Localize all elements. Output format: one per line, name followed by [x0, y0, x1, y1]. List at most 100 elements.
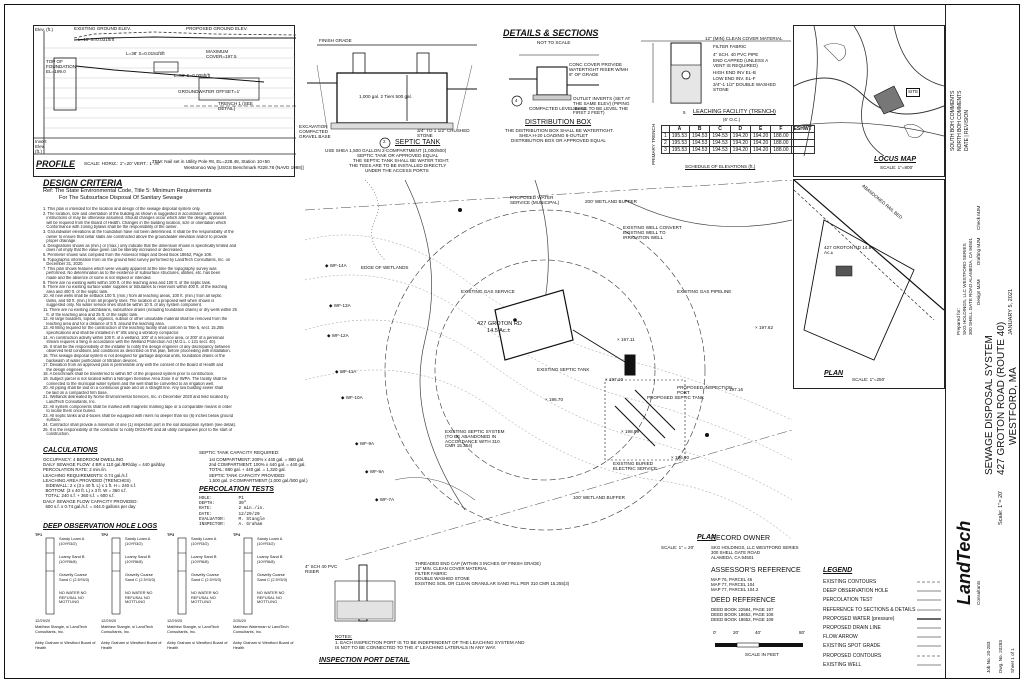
plan-label: EXISTING GAS SERVICE — [461, 289, 515, 294]
legend-symbol — [917, 627, 941, 629]
criteria-item: 16. This sewage disposal system is not d… — [43, 354, 225, 358]
perc-line: RATE: 2 min./in. — [199, 506, 265, 512]
criteria-item: 10. All new wells shall be setback 100 f… — [43, 294, 222, 299]
inspection-label: EXISTING SOIL OR CLEAN GRANULAR SAND FIL… — [415, 581, 570, 586]
details-title: DETAILS & SECTIONS — [503, 28, 599, 38]
spot-grade: × 197.62 — [755, 325, 774, 330]
criteria-item: made and the absence of some is not impl… — [43, 275, 152, 280]
obs-hole-witness: Abby Graham s/ Westford Board of Health — [35, 640, 96, 650]
scale-bar — [715, 642, 803, 648]
legend-label: EXISTING WELL — [823, 661, 862, 668]
sched-col: E — [749, 125, 772, 133]
company-logo: LandTech — [954, 520, 974, 605]
obs-hole-by: Matthew Stangle, s/ LandTech Consultants… — [101, 624, 154, 634]
criteria-item: December 31, 2020. — [43, 262, 84, 267]
sched-col: A — [668, 125, 691, 133]
perc-line: INSPECTOR: A. Graham — [199, 522, 263, 528]
calcs-title: CALCULATIONS — [43, 447, 98, 454]
legend-symbol — [917, 609, 941, 610]
legend-title: LEGEND — [823, 567, 853, 574]
assessor-line: MAP 77, PARCEL 104.2 — [711, 587, 759, 592]
criteria-item: 4. Designations shown as (min.) or (max.… — [43, 243, 237, 248]
details-subtitle: NOT TO SCALE — [537, 40, 571, 45]
criteria-item: area and 400 ft. of the septic tank. — [43, 289, 109, 294]
legend-label: PROPOSED CONTOURS — [823, 652, 882, 659]
calc-line: LEACHING REQUIREMENTS: 0.74 gal./s.f. — [43, 472, 129, 478]
obs-hole-date: 2/25/20 — [233, 618, 246, 623]
inspection-notes-title: NOTES: — [335, 634, 353, 639]
obs-hole-by: Matthew Stangle, s/ LandTech Consultants… — [35, 624, 88, 634]
criteria-item: 14. An construction activity within 100 … — [43, 335, 224, 340]
obs-hole-witness: Abby Graham s/ Westford Board of Health — [233, 640, 294, 650]
plan-address: 427 GROTON RD — [477, 321, 522, 327]
perc-line: DEPTH: 30" — [199, 501, 247, 507]
legend-label: EXISTING SPOT GRADE — [823, 643, 881, 650]
criteria-item: 5. Perimeter shown was compiled from the… — [43, 252, 213, 257]
criteria-item: 24. Contractor shall provide a minimum o… — [43, 422, 236, 427]
tank-cap-line: 1st COMPARTMENT: 200% x 440 gal. = 880 g… — [209, 457, 305, 462]
inset-plan-drawing — [794, 180, 944, 361]
leaching-facility: 12" (MIN) CLEAN COVER MATERIAL FILTER FA… — [641, 25, 815, 177]
plan-label: PROPOSED SEPTIC TANK — [647, 395, 705, 400]
legend-row: DEEP OBSERVATION HOLE — [823, 588, 943, 594]
criteria-item: observed field conditions and conditions… — [43, 349, 231, 354]
soil-horizon: Loamy Sand B (10YR6/8) — [191, 554, 217, 564]
soil-horizon: Gravelly Coarse Sand C (2.5Y5/3) — [257, 572, 288, 582]
profile-drawing — [34, 31, 296, 155]
soil-horizon: Sandy Loam A (10YR3/2) — [125, 536, 151, 546]
tank-cap-line: 2nd COMPARTMENT: 100% x 440 gal. = 440 g… — [209, 462, 306, 468]
dbox-conc-cover: CONC COVER PROVIDE WATERTIGHT RISER W/MH… — [569, 62, 629, 77]
dohl-title: DEEP OBSERVATION HOLE LOGS — [43, 523, 158, 530]
criteria-item: 2. The location, size and orientation of… — [43, 211, 225, 216]
calc-line: OCCUPANCY: 4 BEDROOM DWELLING — [43, 457, 124, 462]
client-name: SKG HOLDINGS, LLC WESTFORD SERIES — [962, 243, 967, 335]
criteria-item: to locate them once buried. — [43, 409, 96, 414]
inset-plan-title: PLAN — [824, 370, 844, 377]
legend-symbol — [917, 600, 941, 601]
perc-line: HOLE: P1 — [199, 496, 244, 501]
tank-cap-line: TOTAL: 880 gal. + 440 gal. = 1,320 gal. — [209, 467, 286, 473]
criteria-item: connected to the municipal water system … — [43, 381, 215, 386]
site-address: 427 GROTON ROAD (ROUTE 40) — [996, 321, 1007, 475]
deed-line: DEED BOOK 22584, PAGE 197 — [711, 607, 774, 612]
scale-label-20: 20' — [733, 630, 739, 635]
slope-label-3: L=50' S=0.005ft/ft — [174, 73, 211, 78]
locus-drawing — [794, 26, 944, 156]
profile-scale: SCALE: HORIZ.: 1"=20' VERT.: 1"=8' — [84, 161, 160, 166]
criteria-item: ft. of the leaching area and 25 ft. of t… — [43, 312, 139, 317]
obs-hole-witness: Abby Graham s/ Westford Board of Health — [167, 640, 228, 650]
trench-label: TRENCH 1 (SEE DETAIL) — [218, 101, 253, 111]
criteria-item: stream requires a filing in accordance w… — [43, 340, 217, 345]
scale-label-80: 80' — [799, 630, 805, 635]
spot-grade: × 197.10 — [605, 377, 624, 382]
sheet-no: Sheet 1 of 1 — [1010, 648, 1015, 673]
plan-scale-tb: Scale: 1"= 20' — [998, 490, 1004, 525]
job-no: Job No. 20-283 — [986, 641, 991, 673]
obs-hole-date: 12/29/20 — [35, 618, 51, 623]
legend-label: PROPOSED WATER (pressure) — [823, 615, 895, 622]
scale-label-0: 0' — [713, 630, 717, 635]
criteria-item: surface. — [43, 418, 61, 423]
criteria-item: proper drainage. — [43, 239, 77, 244]
criteria-item: 12. All large boulders, topsoil, organic… — [43, 317, 228, 322]
criteria-item: 20. All piping shall be laid on a contin… — [43, 386, 224, 391]
sched-col: F — [770, 125, 792, 133]
septic-capacity: 1,000 gal. 2 Tiers 500 gal. — [359, 94, 412, 99]
trench-low: LOW END INV. EL-F — [713, 76, 756, 81]
tank-cap-list: 1st COMPARTMENT: 200% x 440 gal. = 880 g… — [209, 457, 308, 483]
wetland-flag: ◆ WF-10A — [341, 395, 363, 400]
legend-row: EXISTING CONTOURS — [823, 579, 943, 585]
criteria-item: 13. All filling required for the constru… — [43, 326, 224, 331]
calc-line: 600 s.f. x 0.74 gal./s.f. = 444.0 gallon… — [43, 503, 136, 509]
inset-plan: ABANDONED RAIL BED 427 GROTON RD 14.5 Ac… — [793, 179, 945, 389]
primary-trench-label: PRIMARY TRENCH — [651, 123, 656, 165]
perc-line: DATE: 12/29/20 — [199, 511, 260, 517]
criteria-item: 7. This plan shows features which were v… — [43, 266, 217, 271]
legend-row: EXISTING SPOT GRADE — [823, 643, 943, 649]
